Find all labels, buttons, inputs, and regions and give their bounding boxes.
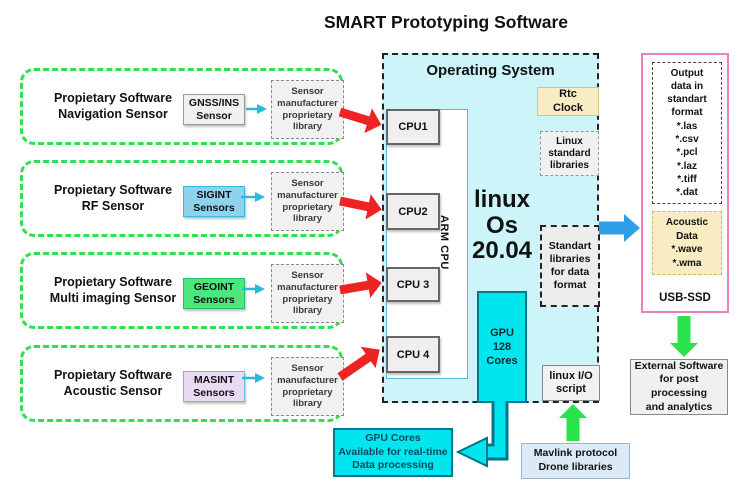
manufacturer-library-box: Sensor manufacturer proprietary library	[271, 357, 344, 416]
gnss-ins-sensor-chip: GNSS/INS Sensor	[183, 94, 245, 125]
sensor-group-label: Propietary Software Navigation Sensor	[53, 90, 173, 121]
sensor-group-rf: Propietary Software RF Sensor SIGINT Sen…	[20, 160, 344, 237]
gpu-to-gpucores-elbow-arrow	[455, 401, 509, 468]
library-to-cpu3-arrow	[339, 272, 382, 298]
library-to-cpu2-arrow	[339, 194, 382, 220]
cpu2-box: CPU2	[386, 193, 440, 230]
masint-sensor-chip: MASINT Sensors	[183, 371, 245, 402]
manufacturer-library-box: Sensor manufacturer proprietary library	[271, 264, 344, 323]
external-software-box: External Software for post processing an…	[630, 359, 728, 415]
sensor-group-label: Propietary Software RF Sensor	[53, 182, 173, 213]
sensor-group-label: Propietary Software Acoustic Sensor	[53, 367, 173, 398]
linux-standard-libraries-box: Linux standard libraries	[540, 131, 599, 176]
sensor-group-navigation: Propietary Software Navigation Sensor GN…	[20, 68, 344, 145]
library-to-cpu1-arrow	[338, 107, 382, 134]
geoint-sensor-chip: GEOINT Sensors	[183, 278, 245, 309]
sensor-group-acoustic: Propietary Software Acoustic Sensor MASI…	[20, 345, 344, 422]
acoustic-data-box: Acoustic Data *.wave *.wma	[652, 211, 722, 275]
operating-system-box: Operating System CPU1 CPU2 CPU 3 CPU 4 A…	[382, 53, 600, 403]
page-title: SMART Prototyping Software	[323, 12, 569, 32]
manufacturer-library-box: Sensor manufacturer proprietary library	[271, 80, 344, 139]
sigint-sensor-chip: SIGINT Sensors	[183, 186, 245, 217]
linux-os-version-label: linux Os 20.04	[471, 186, 533, 265]
arm-cpu-container	[386, 109, 468, 379]
library-to-cpu4-arrow	[337, 346, 380, 381]
cpu1-box: CPU1	[386, 109, 440, 145]
operating-system-title: Operating System	[426, 62, 555, 79]
standart-libraries-box: Standart libraries for data format	[540, 225, 600, 307]
cpu3-box: CPU 3	[386, 267, 440, 302]
gpu-128-cores-box: GPU 128 Cores	[477, 291, 527, 403]
linux-io-script-box: linux I/O script	[542, 365, 600, 401]
gpu-cores-realtime-box: GPU Cores Available for real-time Data p…	[333, 428, 453, 477]
sensor-group-label: Propietary Software Multi imaging Sensor	[49, 274, 177, 305]
arm-cpu-label: ARM CPU	[438, 215, 450, 270]
manufacturer-library-box: Sensor manufacturer proprietary library	[271, 172, 344, 231]
rtc-clock-box: Rtc Clock	[537, 87, 599, 116]
sensor-group-imaging: Propietary Software Multi imaging Sensor…	[20, 252, 344, 329]
usb-ssd-label: USB-SSD	[659, 292, 711, 304]
cpu4-box: CPU 4	[386, 336, 440, 373]
mavlink-box: Mavlink protocol Drone libraries	[521, 443, 630, 479]
output-formats-box: Output data in standart format *.las *.c…	[652, 62, 722, 204]
usb-ssd-box: Output data in standart format *.las *.c…	[641, 53, 729, 313]
